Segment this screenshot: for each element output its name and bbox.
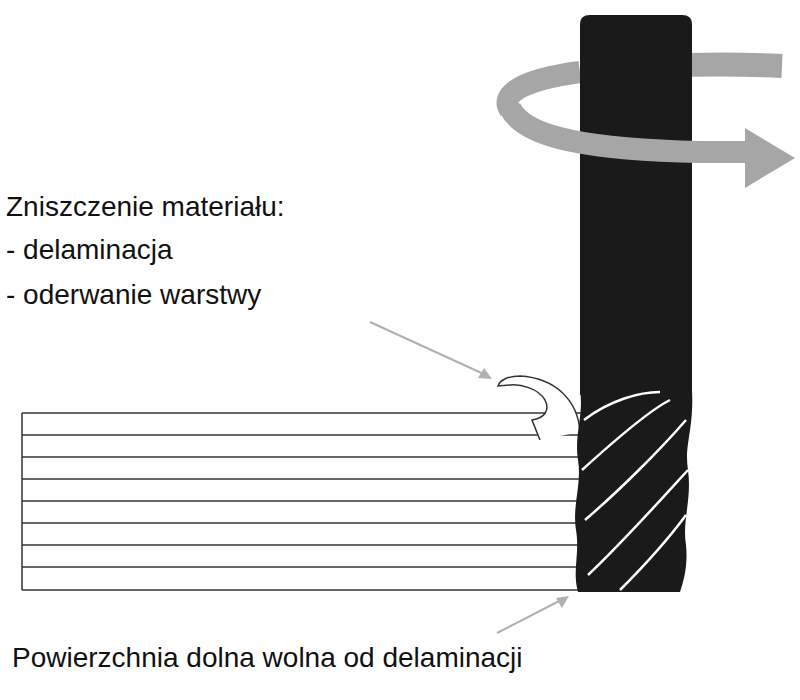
rotation-arrowhead [745,128,795,188]
damage-note: - oderwanie warstwy [6,278,261,312]
tool-flutes [575,390,692,592]
tool-shank [580,15,692,395]
bottom-note: Powierzchnia dolna wolna od delaminacji [12,641,523,675]
leader-line [497,598,565,633]
laminate-layers [22,413,582,590]
damage-note: Zniszczenie materiału: [6,190,285,224]
flute-edges [582,392,688,590]
damage-note: - delaminacja [6,233,173,267]
leader-arrowhead [478,368,492,379]
leader-line [370,322,488,376]
peeled-layer [498,376,580,440]
leader-arrowhead [556,596,569,608]
rotation-arrow-front [510,108,750,152]
